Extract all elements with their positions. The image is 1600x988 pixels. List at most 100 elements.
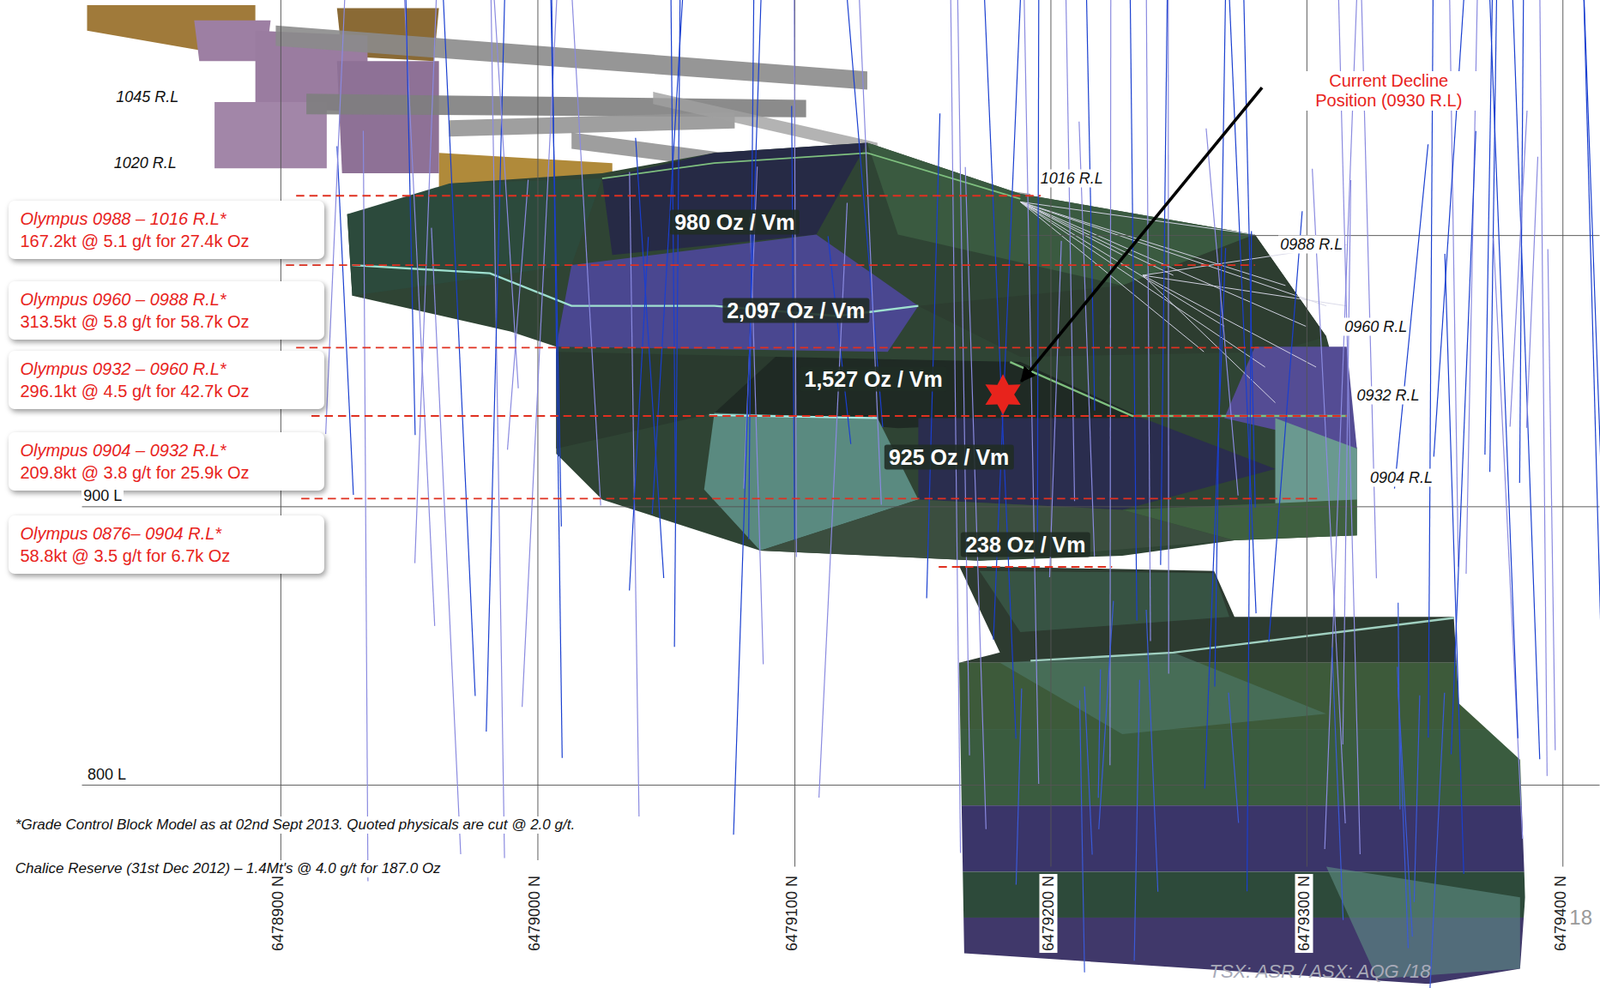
drill-hole	[1583, 0, 1600, 833]
drill-hole	[1084, 686, 1093, 855]
page-number: 18	[1569, 905, 1593, 930]
tonnage-grade: 313.5kt @ 5.8 g/t for 58.7k Oz	[20, 310, 313, 333]
ounces-per-metre: 238 Oz / Vm	[960, 532, 1090, 558]
drill-hole	[950, 0, 960, 853]
drill-hole	[431, 228, 461, 855]
drill-hole	[1312, 169, 1346, 824]
drill-hole	[1493, 238, 1523, 840]
level-label: 0932 R.L	[1355, 386, 1422, 405]
ounces-per-metre: 1,527 Oz / Vm	[800, 367, 948, 393]
grid-level: 900 L	[81, 487, 124, 506]
orebody-facet	[1000, 652, 1327, 735]
drill-hole	[733, 0, 761, 835]
decline-drive	[275, 25, 868, 91]
drill-hole	[1451, 131, 1477, 755]
level-line	[938, 566, 1112, 568]
summary-box: Olympus 0988 – 1016 R.L*167.2kt @ 5.1 g/…	[8, 200, 325, 260]
grid-line	[82, 784, 1600, 786]
drill-hole	[1146, 609, 1159, 893]
drill-hole	[326, 0, 345, 435]
summary-box: Olympus 0876– 0904 R.L*58.8kt @ 3.5 g/t …	[8, 515, 325, 574]
level-label: 0960 R.L	[1342, 317, 1409, 336]
level-label: 1020 R.L	[112, 154, 179, 173]
drill-hole	[1268, 211, 1303, 642]
drill-hole	[1512, 0, 1540, 760]
drill-hole	[1509, 110, 1528, 428]
drill-hole	[1547, 248, 1556, 750]
drill-hole	[1229, 0, 1256, 614]
northing: 6479300 N	[1295, 873, 1314, 953]
tonnage-grade: 167.2kt @ 5.1 g/t for 27.4k Oz	[20, 229, 313, 253]
drill-holes	[326, 0, 1600, 988]
fan-hole	[1020, 201, 1327, 306]
drill-hole	[1167, 0, 1170, 675]
drill-hole	[1490, 0, 1519, 739]
drill-hole	[551, 0, 562, 759]
drill-hole	[926, 113, 940, 598]
fan-hole	[1020, 201, 1265, 368]
level-label: 0904 R.L	[1368, 468, 1435, 487]
drill-hole	[1037, 0, 1039, 553]
drill-hole	[1338, 0, 1360, 855]
summary-box: Olympus 0960 – 0988 R.L*313.5kt @ 5.8 g/…	[8, 281, 325, 340]
drill-hole	[635, 138, 665, 579]
drill-hole	[1206, 128, 1238, 496]
fan-hole	[1142, 275, 1347, 307]
drill-hole	[1146, 0, 1151, 641]
drill-hole	[859, 0, 882, 506]
drill-hole	[1015, 688, 1021, 886]
drill-hole	[415, 0, 437, 564]
drill-hole	[1394, 144, 1428, 489]
level-line	[295, 346, 1275, 349]
drill-hole	[1398, 603, 1401, 810]
ounces-per-metre: 980 Oz / Vm	[670, 210, 799, 236]
drill-hole	[494, 0, 519, 389]
level-range: Olympus 0876– 0904 R.L*	[20, 522, 313, 545]
contact-line	[1009, 362, 1347, 417]
drill-hole	[1066, 0, 1075, 502]
level-range: Olympus 0988 – 1016 R.L*	[20, 207, 313, 230]
orebody-facet	[979, 571, 1230, 633]
tonnage-grade: 58.8kt @ 3.5 g/t for 6.7k Oz	[20, 544, 313, 568]
drill-hole	[1204, 247, 1226, 789]
orebody-band	[948, 805, 1541, 872]
level-range: Olympus 0932 – 0960 R.L*	[20, 357, 313, 381]
drill-hole	[486, 0, 505, 732]
tonnage-grade: 296.1kt @ 4.5 g/t for 42.7k Oz	[20, 380, 313, 403]
drill-hole	[819, 203, 848, 799]
drill-hole	[827, 235, 852, 444]
northing: 6479200 N	[1038, 873, 1057, 953]
callout-text: Current Decline Position (0930 R.L)	[1296, 71, 1481, 111]
drill-hole	[1324, 0, 1357, 850]
drill-hole	[1247, 231, 1252, 893]
drill-hole	[1583, 0, 1600, 731]
grid-level: 800 L	[85, 765, 128, 784]
orebody-facet	[917, 234, 1327, 357]
lower-orebody	[948, 550, 1541, 988]
level-line	[301, 497, 1322, 500]
fan-hole	[1020, 201, 1255, 235]
drill-hole	[572, 0, 601, 506]
orebody-facet	[555, 234, 918, 352]
drill-hole	[1332, 647, 1344, 921]
drill-hole	[1433, 0, 1464, 458]
drill-hole	[362, 130, 368, 882]
northing: 6479000 N	[525, 873, 544, 953]
ticker-watermark: TSX: ASR / ASX: AQG /18	[1208, 960, 1431, 984]
tonnage-grade: 209.8kt @ 3.8 g/t for 25.9k Oz	[20, 461, 313, 484]
level-lines	[285, 195, 1347, 568]
grid-line	[1050, 0, 1051, 868]
northing: 6479400 N	[1551, 873, 1570, 953]
drill-hole	[1539, 0, 1547, 777]
drill-hole	[1444, 253, 1464, 875]
drill-hole	[337, 145, 354, 495]
drill-hole	[1214, 0, 1226, 688]
drill-hole	[1160, 0, 1168, 566]
drill-hole	[1413, 695, 1419, 903]
fan-hole	[1020, 201, 1204, 352]
footnote: *Grade Control Block Model as at 02nd Se…	[15, 816, 651, 834]
grid-line	[537, 0, 538, 868]
fan-hole	[1020, 201, 1306, 327]
